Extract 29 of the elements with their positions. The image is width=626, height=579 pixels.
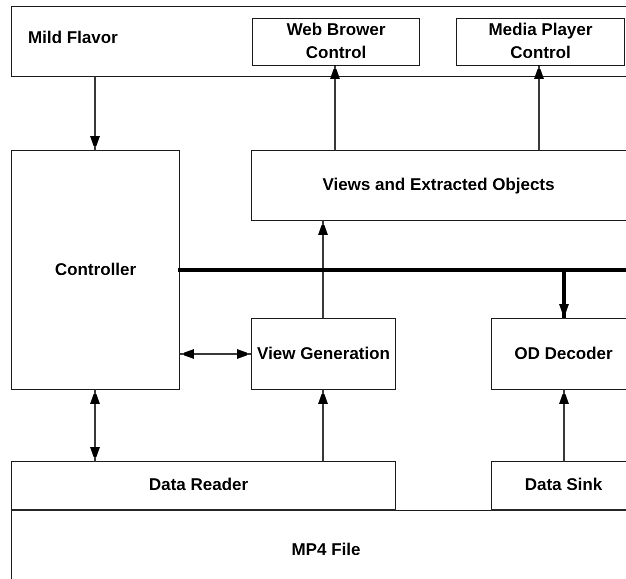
- box-title: Mild Flavor: [28, 27, 118, 48]
- arrow: [318, 221, 328, 318]
- box-label: Views and Extracted Objects: [322, 174, 556, 196]
- application-box: [11, 6, 626, 77]
- arrow: [90, 77, 100, 150]
- process-box: [456, 18, 625, 66]
- process-box: [252, 18, 420, 66]
- box-label: View Generation: [257, 342, 390, 365]
- arrow: [330, 65, 340, 150]
- box-label: OD Decoder: [514, 342, 613, 365]
- box-label: Data Reader: [148, 474, 250, 496]
- process-box: [11, 150, 180, 390]
- process-box: [491, 318, 626, 390]
- bus-line: [176, 268, 626, 320]
- arrow: [318, 390, 328, 461]
- box-label: Media Player Control: [488, 19, 594, 64]
- process-box: [491, 461, 626, 510]
- box-label: Controller: [54, 258, 136, 281]
- process-box: [11, 461, 396, 510]
- arrow: [90, 390, 100, 461]
- process-box: [251, 318, 396, 390]
- file-box: [11, 510, 626, 579]
- arrow: [559, 390, 569, 461]
- box-label: Web Brower Control: [286, 19, 386, 64]
- arrow: [534, 65, 544, 150]
- box-label: MP4 File: [292, 538, 360, 561]
- arrow: [180, 349, 251, 359]
- box-label: Data Sink: [524, 474, 602, 496]
- process-box: [251, 150, 626, 221]
